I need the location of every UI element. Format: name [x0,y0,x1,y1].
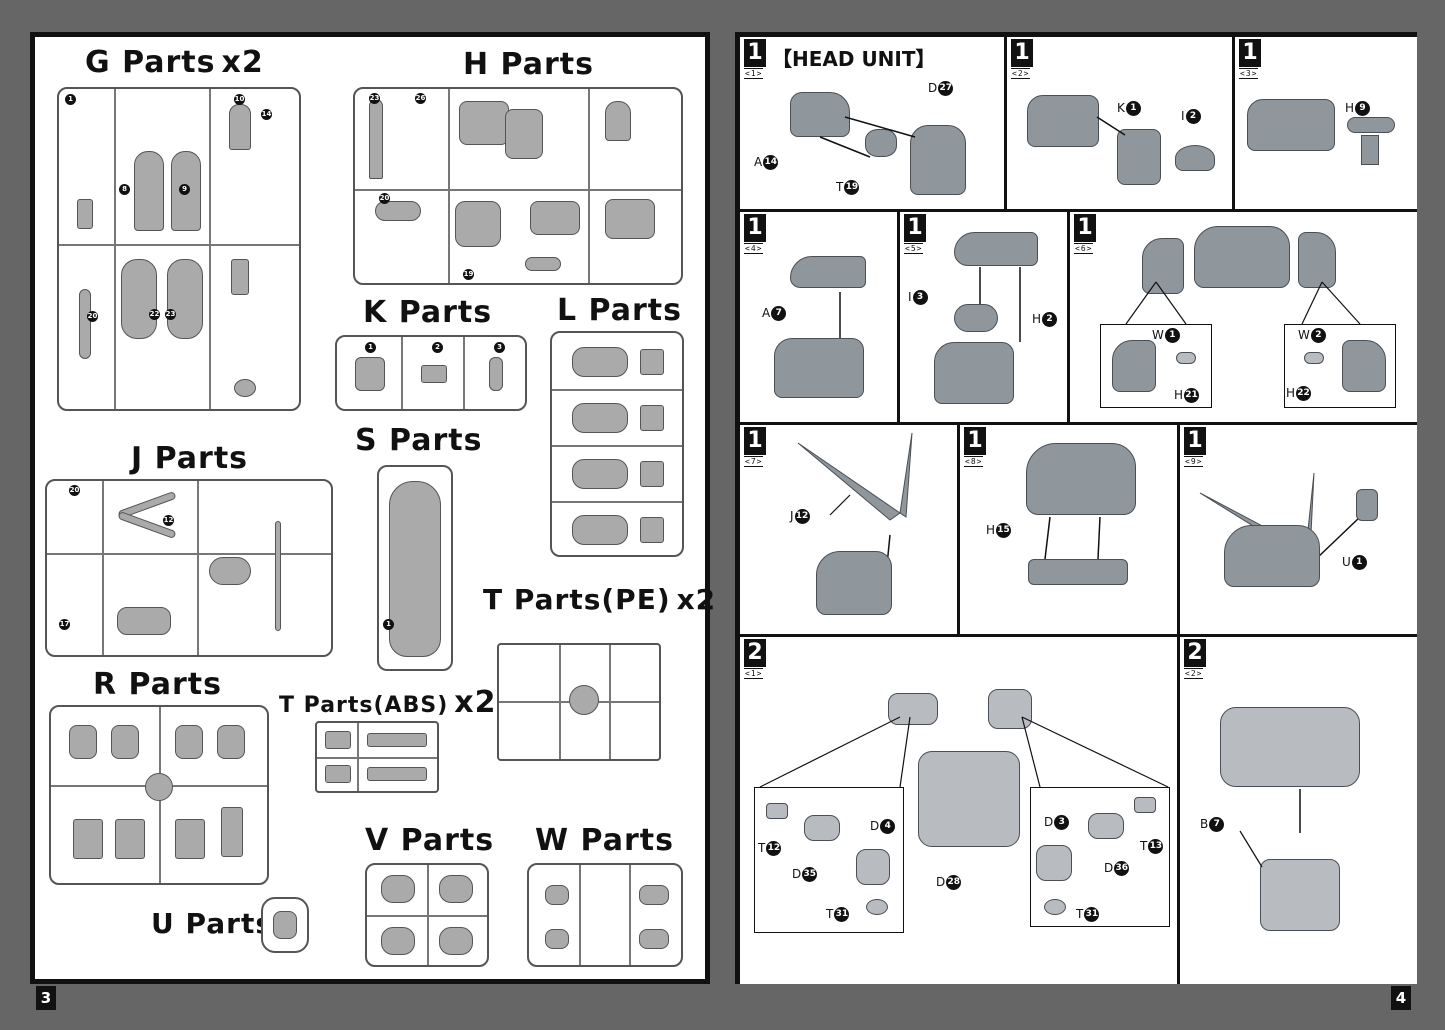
page-number-right: 4 [1391,986,1411,1010]
section-title-r-parts: R Parts [93,667,222,702]
sprue-t-abs [315,721,439,793]
sprue-g: 1 8 9 10 14 22 23 20 [57,87,301,411]
sprue-w [527,863,683,967]
page-number-left: 3 [36,986,56,1010]
section-title-t-parts-pe: T Parts(PE)x2 [483,583,717,616]
sprue-s: 1 [377,465,453,671]
section-title-h-parts: H Parts [463,47,594,82]
sprue-l [550,331,684,557]
sprue-r [49,705,269,885]
section-title-j-parts: J Parts [131,441,249,476]
sprue-u [261,897,309,953]
section-title-s-parts: S Parts [355,423,483,458]
section-title-l-parts: L Parts [557,293,682,328]
sprue-v [365,863,489,967]
section-title-t-parts-abs: T Parts(ABS)x2 [279,685,497,720]
sprue-h: 23 26 20 19 [353,87,683,285]
sprue-t-pe [497,643,661,761]
sprue-k: 1 2 3 [335,335,527,411]
sprue-j: 20 12 17 [45,479,333,657]
section-title-k-parts: K Parts [363,295,493,330]
section-title-w-parts: W Parts [535,823,674,858]
section-title-u-parts: U Parts [151,907,274,940]
section-title-v-parts: V Parts [365,823,495,858]
unit-title: 【HEAD UNIT】 [772,47,936,71]
